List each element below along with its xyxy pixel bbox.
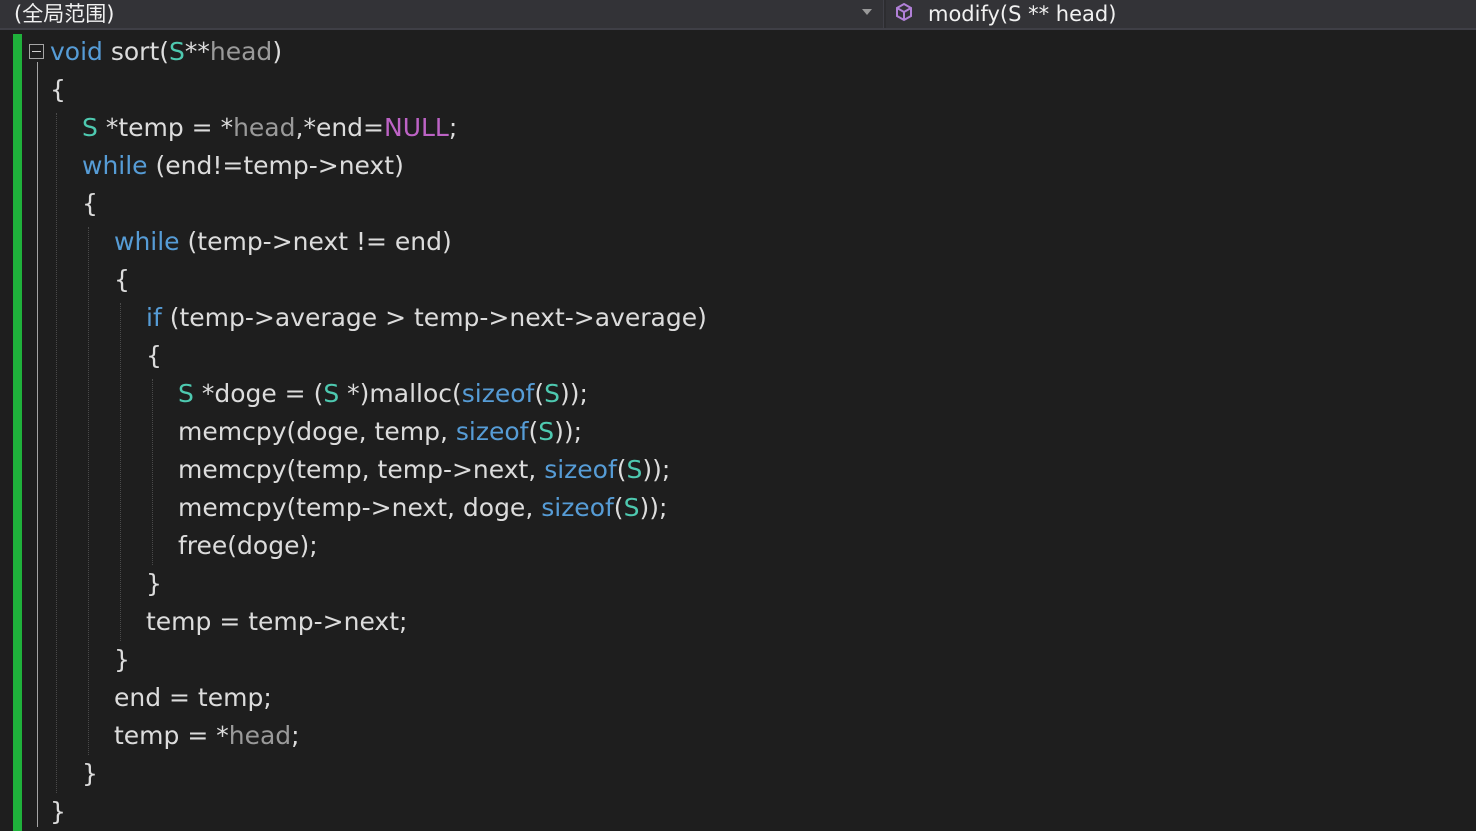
code-line[interactable]: } [0, 793, 707, 831]
indent-guide [88, 227, 89, 755]
code-line[interactable]: temp = *head; [0, 717, 707, 755]
code-token: (temp->average > temp->next->average) [161, 303, 707, 332]
indent-guide [120, 303, 121, 641]
navigation-bar: (全局范围) modify(S ** head) [0, 0, 1476, 30]
code-line[interactable]: { [0, 71, 707, 109]
code-token: )); [560, 379, 588, 408]
code-token: end = temp; [114, 683, 272, 712]
code-token: (temp->next != end) [179, 227, 452, 256]
code-token: { [50, 75, 66, 104]
code-token: while [82, 151, 148, 180]
code-token: { [146, 341, 162, 370]
code-line[interactable]: S *doge = (S *)malloc(sizeof(S)); [0, 375, 707, 413]
code-token: head [228, 721, 292, 750]
code-token: ( [616, 455, 627, 484]
code-token: while [114, 227, 180, 256]
code-token: S [538, 417, 555, 446]
scope-dropdown-label: (全局范围) [14, 2, 115, 26]
code-token: S [626, 455, 643, 484]
code-token: memcpy(temp, temp->next, [178, 455, 545, 484]
code-token: S [82, 113, 98, 142]
indent-guide [152, 379, 153, 565]
code-token: ; [291, 721, 300, 750]
code-line[interactable]: free(doge); [0, 527, 707, 565]
code-line[interactable]: { [0, 337, 707, 375]
code-line[interactable]: { [0, 185, 707, 223]
code-token: memcpy(temp->next, doge, [178, 493, 542, 522]
code-token: sizeof [541, 493, 614, 522]
code-token: } [82, 759, 98, 788]
code-line[interactable]: while (temp->next != end) [0, 223, 707, 261]
code-token: *temp = * [97, 113, 234, 142]
code-token: temp = temp->next; [146, 607, 408, 636]
code-line[interactable]: end = temp; [0, 679, 707, 717]
code-token: )); [642, 455, 671, 484]
code-token: } [50, 797, 66, 826]
method-cube-icon [896, 2, 912, 22]
code-line[interactable]: if (temp->average > temp->next->average) [0, 299, 707, 337]
code-token: S [323, 379, 340, 408]
code-token: ; [448, 113, 458, 142]
code-line[interactable]: } [0, 641, 707, 679]
code-token: ( [528, 417, 539, 446]
scope-dropdown[interactable]: (全局范围) [0, 0, 884, 28]
code-token: )); [554, 417, 583, 446]
code-token: S [169, 37, 185, 66]
code-token: S [544, 379, 560, 408]
code-token: S [178, 379, 194, 408]
function-dropdown[interactable]: modify(S ** head) [886, 0, 1476, 28]
function-dropdown-label: modify(S ** head) [928, 2, 1117, 26]
code-token: ( [613, 493, 624, 522]
code-line[interactable]: memcpy(temp->next, doge, sizeof(S)); [0, 489, 707, 527]
code-token: { [114, 265, 130, 294]
code-token: ,*end= [295, 113, 385, 142]
code-token: } [114, 645, 130, 674]
code-line[interactable]: S *temp = *head,*end=NULL; [0, 109, 707, 147]
code-token: if [146, 303, 162, 332]
code-line[interactable]: while (end!=temp->next) [0, 147, 707, 185]
code-token: head [233, 113, 296, 142]
code-token: ) [272, 37, 283, 66]
collapse-toggle-icon[interactable] [29, 44, 44, 59]
code-line[interactable]: temp = temp->next; [0, 603, 707, 641]
code-text[interactable]: void sort(S**head){S *temp = *head,*end=… [0, 33, 707, 831]
code-token: sizeof [455, 417, 529, 446]
code-token: NULL [384, 113, 449, 142]
code-editor[interactable]: void sort(S**head){S *temp = *head,*end=… [0, 32, 1476, 831]
code-token: ( [534, 379, 545, 408]
code-token: head [209, 37, 273, 66]
code-line[interactable]: { [0, 261, 707, 299]
code-token: sizeof [461, 379, 535, 408]
code-token: *)malloc( [339, 379, 462, 408]
code-token: sort( [102, 37, 170, 66]
indent-guide [56, 113, 57, 793]
code-token: temp = * [114, 721, 229, 750]
code-token: memcpy(doge, temp, [178, 417, 456, 446]
code-token: free(doge); [178, 531, 318, 560]
code-token: { [82, 189, 98, 218]
code-line[interactable]: memcpy(temp, temp->next, sizeof(S)); [0, 451, 707, 489]
code-token: } [146, 569, 162, 598]
code-token: )); [639, 493, 668, 522]
code-token: S [623, 493, 640, 522]
code-line[interactable]: } [0, 755, 707, 793]
chevron-down-icon[interactable] [862, 9, 872, 15]
code-token: ** [184, 37, 210, 66]
code-line[interactable]: memcpy(doge, temp, sizeof(S)); [0, 413, 707, 451]
code-token: *doge = ( [193, 379, 324, 408]
code-token: (end!=temp->next) [147, 151, 404, 180]
code-token: sizeof [544, 455, 617, 484]
code-line[interactable]: } [0, 565, 707, 603]
code-token: void [50, 37, 103, 66]
change-tracking-bar [13, 34, 22, 831]
outline-line [37, 62, 38, 827]
code-line[interactable]: void sort(S**head) [0, 33, 707, 71]
